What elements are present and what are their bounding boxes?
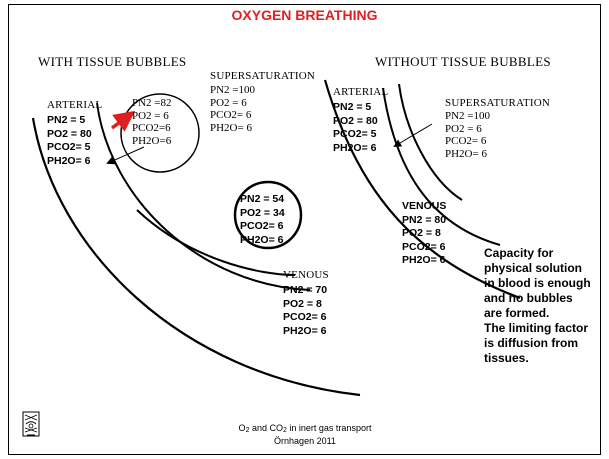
bubble-pco2: PCO2=6 (132, 122, 171, 134)
left-arterial-po2: PO2 = 80 (47, 127, 92, 140)
capacity-line-2: physical solution (484, 261, 583, 275)
right-arterial-pn2: PN2 = 5 (333, 101, 372, 113)
black-arrow-left (106, 146, 145, 165)
middle-pn2: PN2 = 54 (240, 193, 285, 205)
right-heading: WITHOUT TISSUE BUBBLES (375, 54, 551, 69)
left-venous-po2: PO2 = 8 (283, 297, 322, 310)
bubble-po2: PO2 = 6 (132, 109, 169, 122)
capacity-line-6: The limiting factor (484, 321, 589, 335)
right-arterial-pco2: PCO2= 5 (333, 128, 377, 140)
right-venous-label: VENOUS (402, 200, 447, 212)
black-arrow-right (393, 123, 433, 148)
left-arc-1 (136, 209, 296, 276)
logo-icon (22, 411, 40, 437)
left-super-ph2o: PH2O= 6 (210, 121, 252, 134)
right-arc-2 (382, 87, 501, 246)
bubble-values: PN2 =82 PO2 = 6 PCO2=6 PH2O=6 (132, 97, 172, 147)
right-super-pco2: PCO2= 6 (445, 135, 487, 147)
capacity-line-5: are formed. (484, 306, 550, 320)
left-arterial-ph2o: PH2O= 6 (47, 154, 91, 167)
left-arterial-pco2: PCO2= 5 (47, 141, 91, 153)
slide-title: OXYGEN BREATHING (231, 7, 378, 23)
bubble-pn2: PN2 =82 (132, 97, 172, 109)
right-venous-pco2: PCO2= 6 (402, 240, 446, 253)
right-arterial-label: ARTERIAL (333, 86, 389, 98)
middle-ph2o: PH2O= 6 (240, 233, 284, 246)
capacity-line-4: and no bubbles (484, 291, 573, 305)
right-super-ph2o: PH2O= 6 (445, 147, 487, 160)
capacity-line-7: is diffusion from (484, 336, 578, 350)
left-arc-2 (96, 102, 311, 291)
right-supersaturation-label: SUPERSATURATION (445, 97, 551, 109)
capacity-line-8: tissues. (484, 351, 529, 365)
right-arterial-ph2o: PH2O= 6 (333, 141, 377, 154)
left-supersaturation-values: PN2 =100 PO2 = 6 PCO2= 6 PH2O= 6 (210, 84, 255, 134)
middle-pco2: PCO2= 6 (240, 220, 284, 232)
left-venous-ph2o: PH2O= 6 (283, 324, 327, 337)
left-venous-label: VENOUS (283, 269, 329, 281)
right-venous-pn2: PN2 = 80 (402, 213, 447, 226)
right-supersaturation-values: PN2 =100 PO2 = 6 PCO2= 6 PH2O= 6 (445, 110, 490, 160)
capacity-line-1: Capacity for (484, 246, 554, 260)
red-arrow (110, 110, 136, 132)
middle-circle (233, 180, 303, 250)
slide-frame (8, 4, 601, 455)
left-super-pco2: PCO2= 6 (210, 109, 252, 121)
left-supersaturation-label: SUPERSATURATION (210, 70, 316, 82)
right-arc-1 (398, 83, 463, 201)
footer-line-1: O2 and CO2 in inert gas transport (238, 423, 372, 434)
left-arterial-label: ARTERIAL (47, 99, 103, 111)
right-super-pn2: PN2 =100 (445, 110, 491, 122)
left-heading: WITH TISSUE BUBBLES (38, 54, 187, 69)
footer-line-2: Örnhagen 2011 (274, 436, 336, 446)
right-arterial-values: PN2 = 5 PO2 = 80 PCO2= 5 PH2O= 6 (333, 101, 378, 155)
capacity-line-3: in blood is enough (484, 276, 591, 290)
right-venous-po2: PO2 = 8 (402, 227, 441, 239)
middle-po2: PO2 = 34 (240, 206, 285, 219)
right-super-po2: PO2 = 6 (445, 122, 482, 135)
left-venous-values: PN2 = 70 PO2 = 8 PCO2= 6 PH2O= 6 (283, 284, 327, 338)
middle-circle-values: PN2 = 54 PO2 = 34 PCO2= 6 PH2O= 6 (240, 193, 285, 247)
right-venous-ph2o: PH2O= 6 (402, 254, 446, 266)
right-arterial-po2: PO2 = 80 (333, 114, 378, 127)
bubble-circle (120, 93, 200, 173)
left-super-po2: PO2 = 6 (210, 96, 247, 109)
left-arterial-values: PN2 = 5 PO2 = 80 PCO2= 5 PH2O= 6 (47, 114, 92, 168)
right-outer-arc (323, 79, 521, 300)
left-venous-pn2: PN2 = 70 (283, 284, 328, 296)
left-arterial-pn2: PN2 = 5 (47, 114, 86, 126)
footer: O2 and CO2 in inert gas transport Örnhag… (190, 423, 420, 447)
left-outer-arc (31, 117, 361, 397)
left-venous-pco2: PCO2= 6 (283, 311, 327, 323)
capacity-note: Capacity for physical solution in blood … (484, 246, 591, 366)
left-super-pn2: PN2 =100 (210, 84, 256, 96)
bubble-ph2o: PH2O=6 (132, 134, 172, 147)
right-venous-block: VENOUS PN2 = 80 PO2 = 8 PCO2= 6 PH2O= 6 (402, 200, 446, 268)
